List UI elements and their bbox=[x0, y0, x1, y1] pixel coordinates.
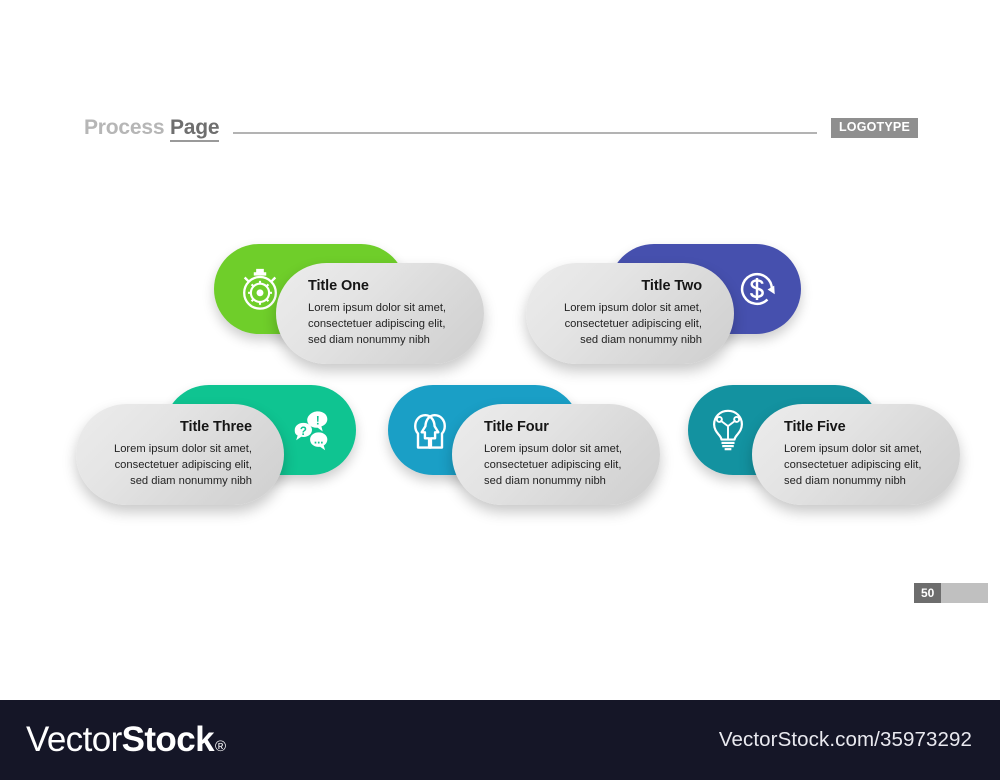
page-number-badge: 50 bbox=[914, 583, 989, 603]
process-item-one-title: Title One bbox=[308, 278, 369, 295]
slide-header: Process Page LOGOTYPE bbox=[84, 112, 918, 144]
process-item-two[interactable]: Title Two Lorem ipsum dolor sit amet, co… bbox=[526, 244, 801, 364]
process-item-five[interactable]: Title Five Lorem ipsum dolor sit amet, c… bbox=[688, 385, 960, 505]
svg-text:?: ? bbox=[300, 426, 307, 438]
page-number-bar bbox=[941, 583, 989, 603]
process-item-one[interactable]: Title One Lorem ipsum dolor sit amet, co… bbox=[214, 244, 484, 364]
process-item-one-description: Lorem ipsum dolor sit amet, consectetuer… bbox=[308, 302, 447, 346]
logotype-badge: LOGOTYPE bbox=[830, 118, 918, 138]
brand-name-light: Vector bbox=[26, 720, 122, 759]
page-number-value: 50 bbox=[914, 583, 942, 603]
process-item-three[interactable]: ! ? ... Title Three Lorem ipsum dolor si… bbox=[76, 385, 356, 505]
watermark-url: VectorStock.com/35973292 bbox=[718, 728, 972, 751]
process-item-two-description: Lorem ipsum dolor sit amet, consectetuer… bbox=[563, 302, 702, 346]
stopwatch-gear-icon bbox=[232, 261, 288, 317]
process-item-three-text-pill[interactable]: Title Three Lorem ipsum dolor sit amet, … bbox=[76, 404, 284, 505]
page-title: Process Page bbox=[84, 116, 220, 142]
process-item-five-description: Lorem ipsum dolor sit amet, consectetuer… bbox=[784, 443, 923, 487]
process-item-two-title: Title Two bbox=[641, 278, 702, 295]
speech-bubbles-icon: ! ? ... bbox=[284, 402, 340, 458]
process-item-four-description: Lorem ipsum dolor sit amet, consectetuer… bbox=[484, 443, 623, 487]
svg-text:!: ! bbox=[316, 415, 320, 427]
slide-canvas: Process Page LOGOTYPE bbox=[76, 112, 989, 603]
process-item-two-text-pill[interactable]: Title Two Lorem ipsum dolor sit amet, co… bbox=[526, 263, 734, 364]
process-item-four[interactable]: Title Four Lorem ipsum dolor sit amet, c… bbox=[388, 385, 660, 505]
process-item-four-title: Title Four bbox=[484, 419, 549, 436]
process-item-three-title: Title Three bbox=[180, 419, 252, 436]
process-item-three-description: Lorem ipsum dolor sit amet, consectetuer… bbox=[113, 443, 252, 487]
lightbulb-icon bbox=[700, 402, 756, 458]
brand-name-bold: Stock bbox=[121, 720, 215, 759]
svg-text:...: ... bbox=[314, 434, 324, 446]
process-item-four-text-pill[interactable]: Title Four Lorem ipsum dolor sit amet, c… bbox=[452, 404, 660, 505]
page-title-part2: Page bbox=[169, 116, 220, 142]
registered-trademark-icon: ® bbox=[214, 738, 226, 755]
dollar-refresh-icon bbox=[729, 261, 785, 317]
two-heads-icon bbox=[402, 402, 458, 458]
page-title-part1: Process bbox=[84, 116, 165, 139]
process-item-five-text-pill[interactable]: Title Five Lorem ipsum dolor sit amet, c… bbox=[752, 404, 960, 505]
process-item-five-title: Title Five bbox=[784, 419, 846, 436]
process-item-one-text-pill[interactable]: Title One Lorem ipsum dolor sit amet, co… bbox=[276, 263, 484, 364]
header-divider-line bbox=[233, 132, 817, 134]
